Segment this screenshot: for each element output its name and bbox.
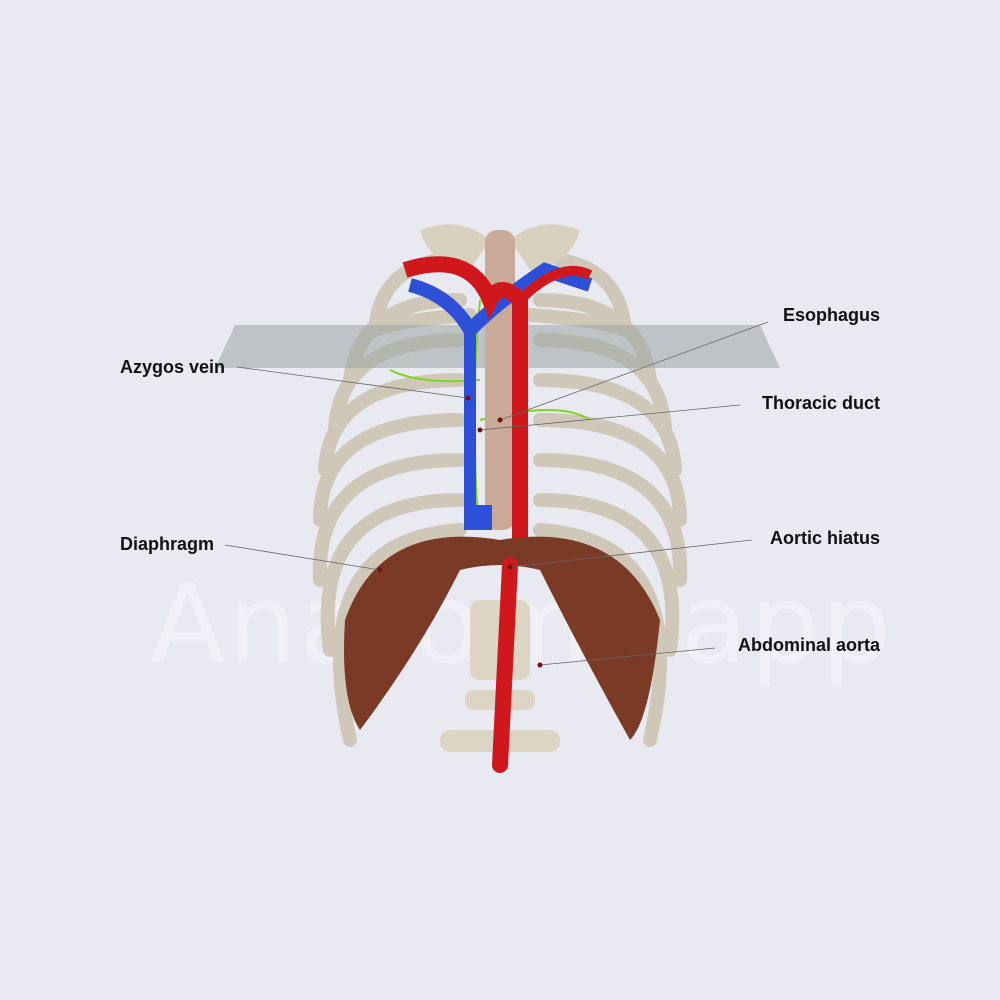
label-abdominal-aorta: Abdominal aorta (737, 635, 880, 655)
label-diaphragm: Diaphragm (120, 534, 215, 554)
label-points (377, 395, 543, 668)
subclavian-arteries (516, 265, 593, 304)
brachiocephalic-veins (408, 262, 593, 342)
esophagus (485, 230, 515, 530)
abdominal-aorta (492, 557, 518, 773)
label-aortic-hiatus: Aortic hiatus (769, 528, 880, 548)
diaphragm (344, 536, 660, 740)
leader-lines (224, 321, 769, 666)
scapula-clavicles (420, 224, 580, 270)
aortic-arch (402, 256, 528, 560)
label-esophagus: Esophagus (782, 305, 880, 325)
label-azygos-vein: Azygos vein (120, 357, 226, 377)
ivc (464, 505, 492, 530)
label-thoracic-duct: Thoracic duct (761, 393, 880, 413)
